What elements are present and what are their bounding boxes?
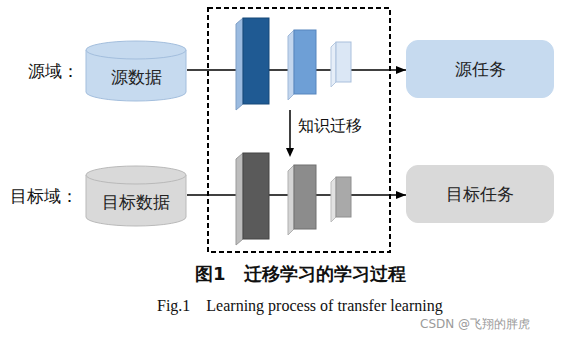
label-text: 知识迁移 [297, 116, 363, 137]
task-box: 源任务 [406, 40, 554, 98]
label-text: 源域： [28, 60, 79, 83]
transfer-arrowhead [286, 148, 294, 157]
label-text: 目标域： [10, 185, 78, 208]
data-cylinder: 源数据 [85, 40, 187, 102]
node-text: 目标任务 [446, 183, 514, 206]
transfer-arrow [289, 110, 291, 150]
watermark: CSDN @飞翔的胖虎 [420, 316, 530, 333]
dashed-region [208, 8, 390, 252]
task-box: 目标任务 [406, 165, 554, 223]
caption-english: Fig.1 Learning process of transfer learn… [157, 296, 443, 317]
figure-caption: 图1 迁移学习的学习过程 [195, 262, 406, 286]
data-cylinder: 目标数据 [85, 165, 187, 227]
source-layers [236, 18, 351, 110]
node-text: 源数据 [111, 66, 162, 89]
target-layers [236, 153, 351, 245]
node-text: 源任务 [455, 58, 506, 81]
node-text: 目标数据 [102, 191, 170, 214]
